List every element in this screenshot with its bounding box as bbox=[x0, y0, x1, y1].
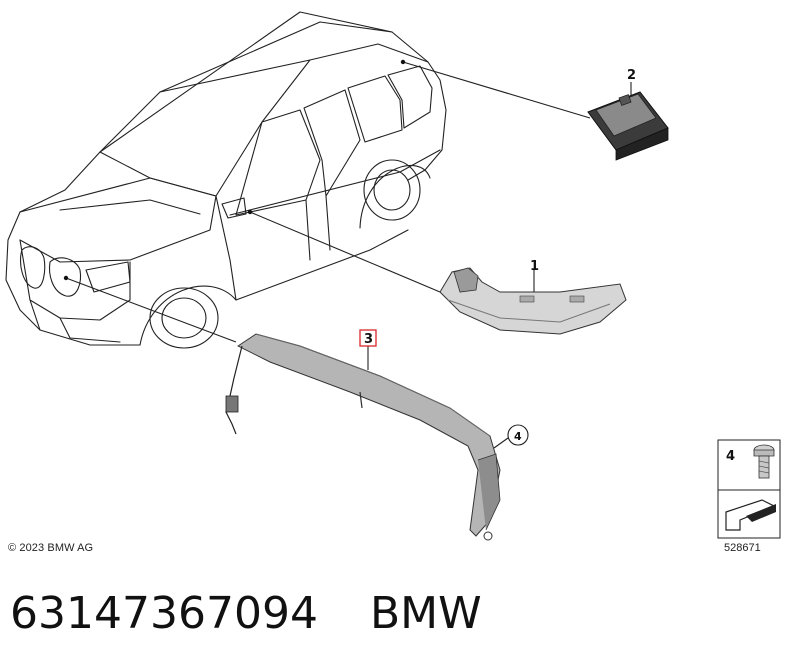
callout-3-highlight bbox=[359, 329, 377, 347]
part-number-footer: 63147367094 BMW bbox=[10, 588, 482, 639]
callout-3: 3 bbox=[364, 332, 373, 347]
part-2-lamp bbox=[587, 91, 669, 161]
legend-box: 4 bbox=[717, 439, 781, 539]
arrow-symbol-icon bbox=[725, 499, 776, 531]
part-number: 63147367094 bbox=[10, 588, 318, 639]
callout-4-circle bbox=[507, 424, 529, 446]
part-3-light-strip bbox=[225, 333, 501, 541]
callout-1: 1 bbox=[530, 259, 539, 274]
leader-lines bbox=[65, 61, 632, 449]
leader-dots bbox=[63, 59, 406, 281]
part-1-turn-signal bbox=[439, 267, 627, 335]
callout-4: 4 bbox=[514, 430, 522, 443]
vehicle-outline bbox=[5, 11, 447, 349]
diagram-id: 528671 bbox=[724, 542, 761, 554]
callout-2: 2 bbox=[627, 68, 636, 83]
legend-item-number: 4 bbox=[726, 449, 735, 464]
screw-icon bbox=[753, 444, 775, 479]
copyright-notice: © 2023 BMW AG bbox=[8, 542, 94, 554]
brand-name: BMW bbox=[369, 588, 482, 639]
